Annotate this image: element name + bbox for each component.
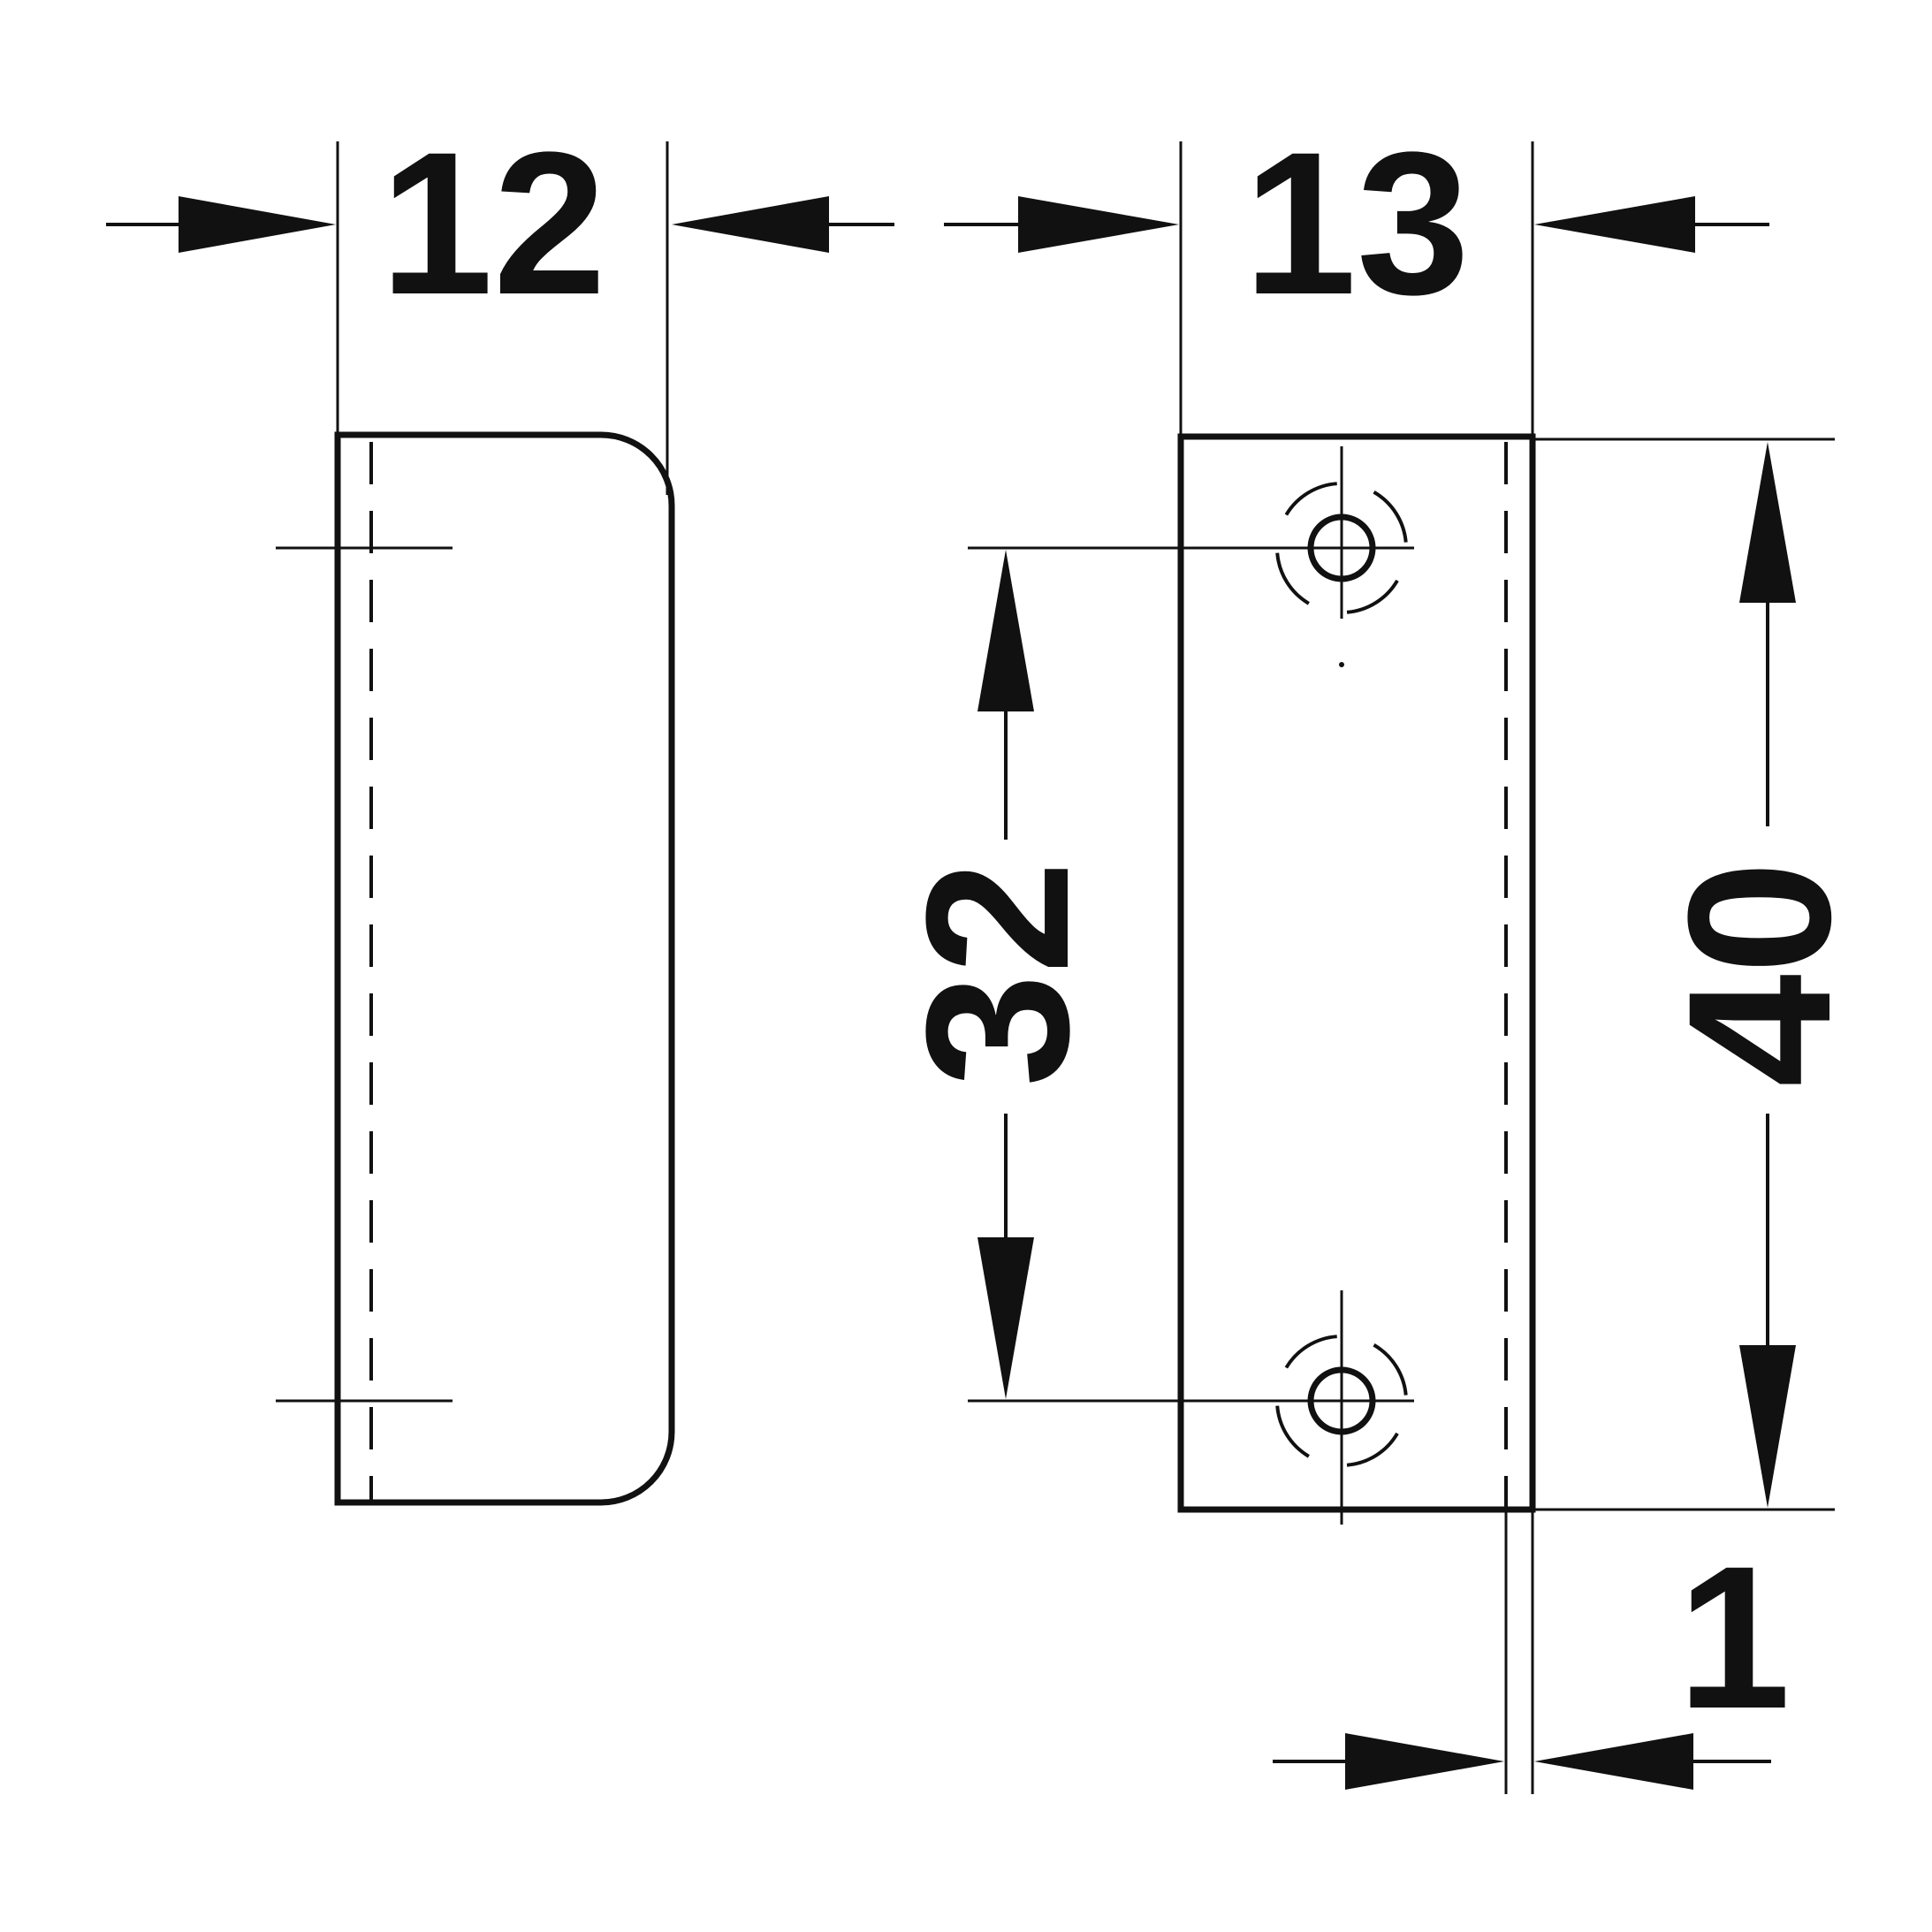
front-view-part bbox=[1177, 433, 1536, 1525]
arrow-head-bottom-32 bbox=[977, 1237, 1034, 1399]
dimension-label-1: 1 bbox=[1677, 1524, 1791, 1751]
arrow-head-left-1 bbox=[1345, 1733, 1504, 1790]
dimension-label-12: 12 bbox=[380, 110, 606, 337]
dimension-width-13: 13 bbox=[944, 110, 1769, 437]
side-view-outline bbox=[334, 431, 675, 1506]
arrow-head-right-1 bbox=[1534, 1733, 1693, 1790]
dimension-hole-spacing-32: 32 bbox=[884, 546, 1414, 1403]
arrow-head-right-13 bbox=[1534, 196, 1695, 253]
dimension-height-40: 40 bbox=[1533, 437, 1873, 1511]
arrow-head-bottom-40 bbox=[1739, 1345, 1796, 1508]
dimension-label-40: 40 bbox=[1646, 861, 1873, 1087]
side-view-part bbox=[276, 431, 675, 1506]
dimension-offset-1: 1 bbox=[1273, 1510, 1791, 1794]
arrow-head-right-12 bbox=[672, 196, 829, 253]
dimension-width-12: 12 bbox=[106, 110, 894, 495]
dimension-label-13: 13 bbox=[1244, 110, 1470, 337]
arrow-head-top-40 bbox=[1739, 442, 1796, 603]
screw-hole-bottom-dashed-ring bbox=[1275, 1335, 1408, 1467]
screw-hole-top-dashed-ring bbox=[1275, 482, 1408, 614]
front-view-outline bbox=[1177, 433, 1536, 1513]
arrow-head-left-13 bbox=[1018, 196, 1179, 253]
center-point-marker bbox=[1339, 662, 1344, 667]
dimension-label-32: 32 bbox=[884, 861, 1111, 1087]
arrow-head-left-12 bbox=[179, 196, 336, 253]
arrow-head-top-32 bbox=[977, 550, 1034, 711]
